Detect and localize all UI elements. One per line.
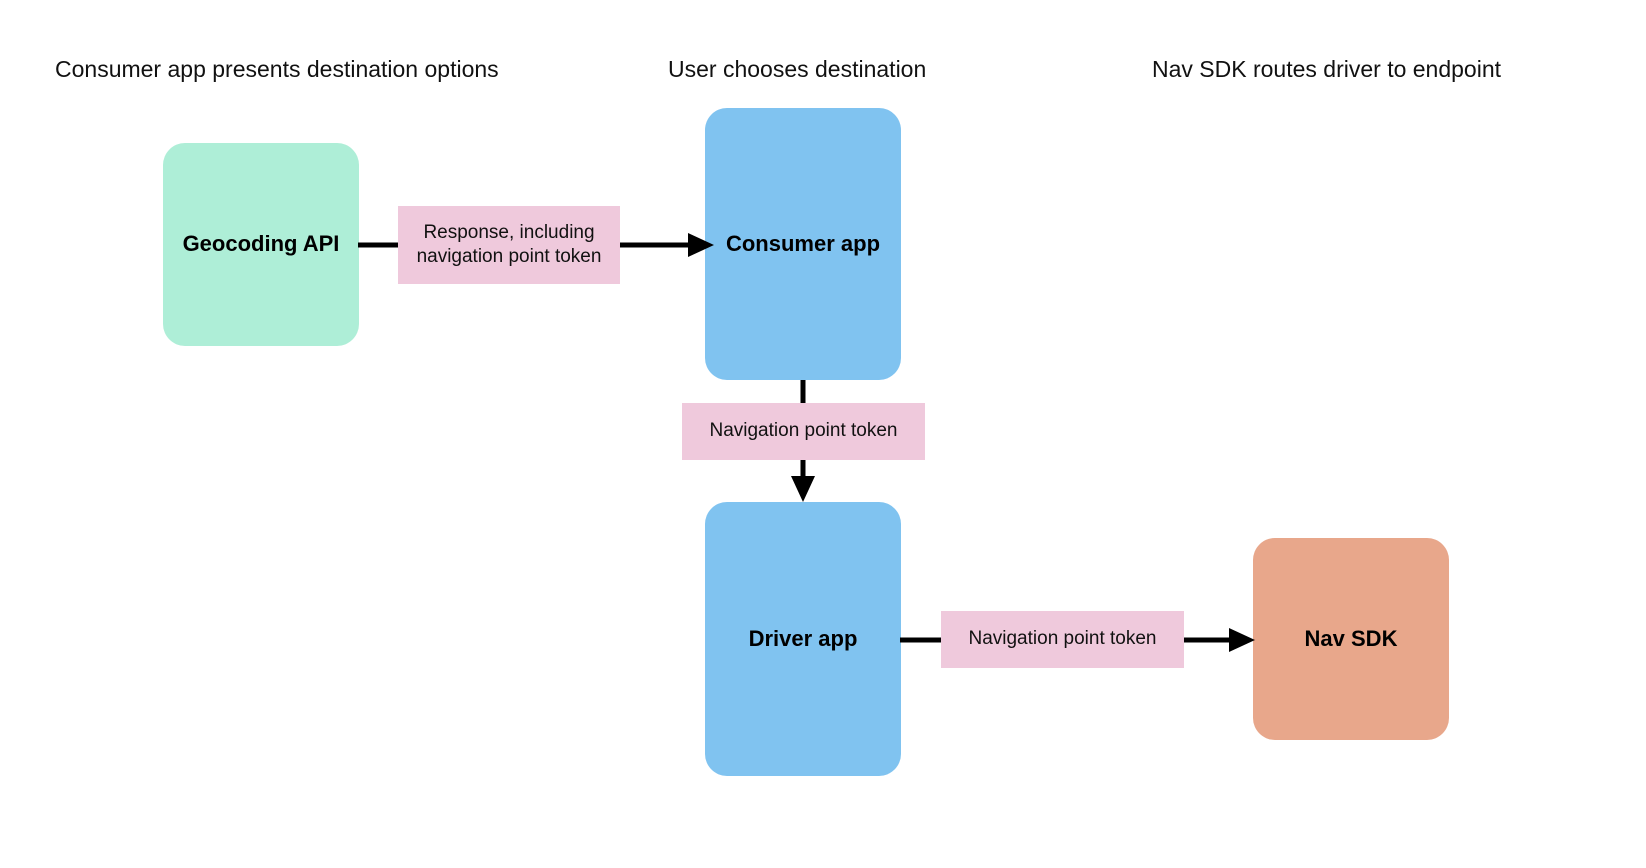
edge-label-nav-token-vertical: Navigation point token [682,403,925,460]
node-nav-sdk[interactable]: Nav SDK [1253,538,1449,740]
edge-label-nav-token-horizontal: Navigation point token [941,611,1184,668]
node-driver-app[interactable]: Driver app [705,502,901,776]
node-geocoding-api-label: Geocoding API [182,231,340,257]
node-consumer-app[interactable]: Consumer app [705,108,901,380]
edge-label-nav-token-vertical-text: Navigation point token [709,420,898,442]
column-header-nav-sdk-routes-driver: Nav SDK routes driver to endpoint [1152,56,1502,82]
edge-label-response-text: Response, including navigation point tok… [416,221,602,267]
column-header-consumer-app-presents: Consumer app presents destination option… [55,56,499,82]
edge-label-nav-token-horizontal-text: Navigation point token [968,628,1157,650]
node-nav-sdk-label: Nav SDK [1304,625,1398,651]
column-header-user-chooses-destination: User chooses destination [668,56,927,82]
node-consumer-app-label: Consumer app [725,230,881,256]
edge-label-response-including-nav-token: Response, including navigation point tok… [398,206,620,284]
node-driver-app-label: Driver app [748,625,858,651]
node-geocoding-api[interactable]: Geocoding API [163,143,359,346]
